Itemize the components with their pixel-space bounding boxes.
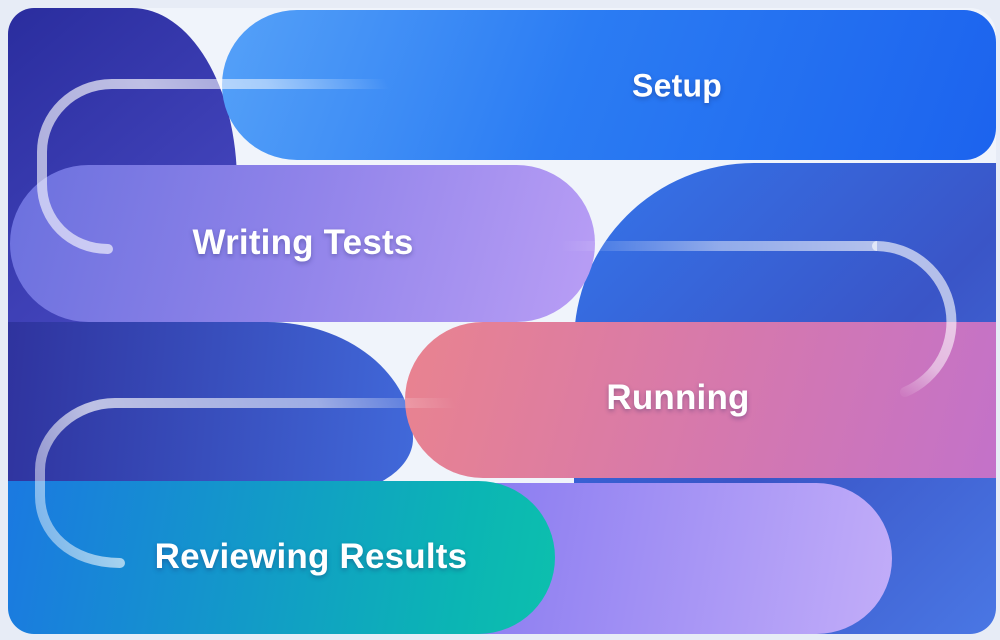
stage-pill-running: Running	[405, 322, 996, 478]
stage-pill-writing-tests: Writing Tests	[10, 165, 595, 322]
stage-label-writing-tests: Writing Tests	[192, 223, 414, 262]
stage-label-reviewing-results: Reviewing Results	[154, 537, 468, 576]
stage-label-setup: Setup	[632, 67, 722, 104]
stage-pill-reviewing-results: Reviewing Results	[8, 481, 555, 634]
stage-label-running: Running	[606, 378, 750, 417]
background-blob-bottom-left	[8, 322, 413, 497]
diagram-canvas: Setup Writing Tests Running Reviewing Re…	[8, 8, 996, 634]
stage-pill-setup: Setup	[222, 10, 996, 160]
